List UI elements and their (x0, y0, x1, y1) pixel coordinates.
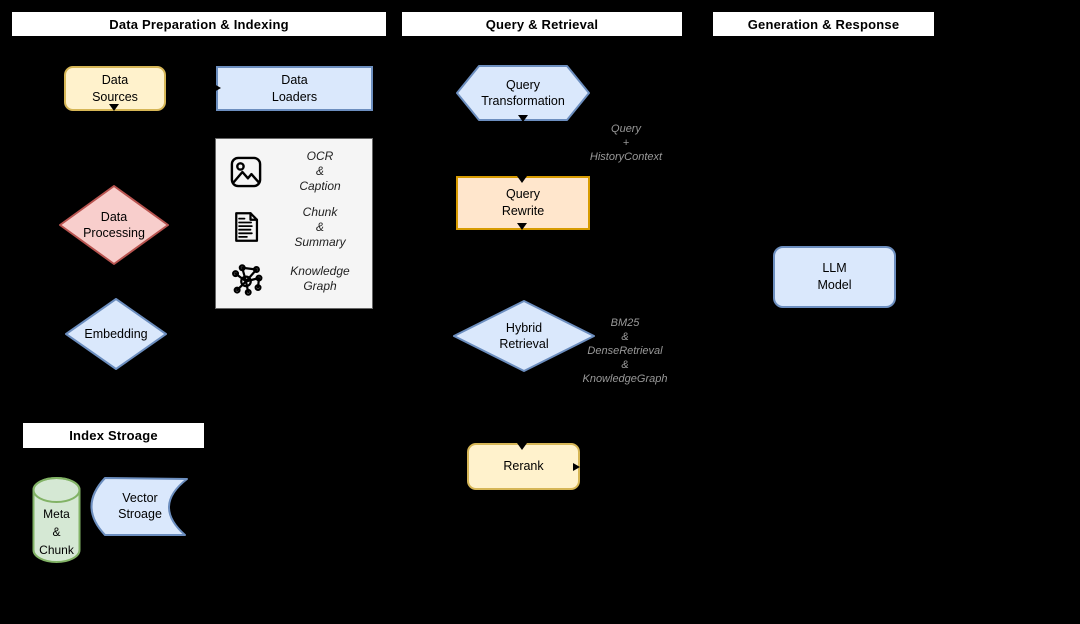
arrowhead-notch (517, 223, 527, 230)
diamond-shape (453, 300, 595, 372)
node-embedding: Embedding (64, 297, 168, 371)
diamond-shape (59, 185, 169, 265)
node-label: Query Transformation (481, 78, 565, 108)
section-header-query-retrieval: Query & Retrieval (402, 12, 682, 36)
arrowhead-notch (109, 104, 119, 111)
hexagon-shape (456, 65, 590, 121)
processing-label-knowledge-graph: Knowledge Graph (290, 264, 350, 293)
node-llm-model: LLM Model (773, 246, 896, 308)
node-data-sources: Data Sources (64, 66, 166, 111)
node-label: Meta & Chunk (39, 507, 74, 557)
processing-steps-box: OCR & Caption Chunk & Summary (215, 138, 373, 309)
document-icon (224, 209, 268, 245)
node-label: Data Processing (83, 210, 145, 240)
node-label: Embedding (84, 327, 148, 341)
node-query-transformation: Query Transformation (455, 64, 591, 122)
cylinder-top-rim (32, 477, 81, 503)
edge-label-retrieval-methods: BM25 & DenseRetrieval & KnowledgeGraph (582, 317, 668, 385)
arrowhead-notch (573, 463, 580, 471)
image-icon (224, 154, 268, 190)
node-data-processing: Data Processing (58, 184, 170, 266)
arrowhead-notch (517, 443, 527, 450)
node-label: Hybrid Retrieval (499, 321, 549, 351)
node-hybrid-retrieval: Hybrid Retrieval (452, 299, 596, 373)
node-rerank: Rerank (467, 443, 580, 490)
node-meta-chunk: Meta & Chunk (31, 476, 82, 564)
node-data-loaders: Data Loaders (216, 66, 373, 111)
node-label: Vector Stroage (118, 491, 162, 521)
knowledge-graph-icon (224, 260, 268, 298)
arrowhead-notch (517, 176, 527, 183)
processing-label-chunk-summary: Chunk & Summary (294, 204, 346, 249)
arrowhead-notch (214, 84, 221, 92)
diamond-shape (65, 298, 167, 370)
processing-row-knowledge-graph: Knowledge Graph (224, 260, 364, 298)
stored-data-shape (90, 477, 188, 536)
node-vector-storage: Vector Stroage (76, 474, 200, 538)
section-header-index-storage: Index Stroage (23, 423, 204, 448)
arrowhead-notch (518, 115, 528, 122)
edge-label-query-history: Query + HistoryContext (589, 123, 663, 163)
section-header-data-preparation: Data Preparation & Indexing (12, 12, 386, 36)
processing-row-chunk-summary: Chunk & Summary (224, 205, 364, 250)
processing-label-ocr-caption: OCR & Caption (299, 149, 341, 193)
processing-row-ocr-caption: OCR & Caption (224, 149, 364, 194)
node-query-rewrite: Query Rewrite (456, 176, 590, 230)
section-header-generation-response: Generation & Response (713, 12, 934, 36)
